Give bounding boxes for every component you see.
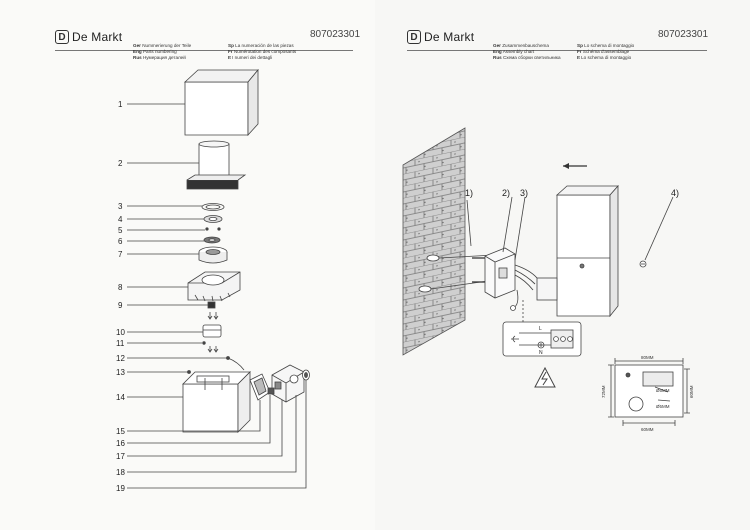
logo-mark: D [407, 30, 421, 44]
part-number: 4 [118, 215, 123, 224]
dim-height-right: 60MM [689, 385, 694, 398]
logo-text: De Markt [72, 30, 123, 44]
part-number: 8 [118, 283, 123, 292]
part-number-labels: 1 2 3 4 5 6 7 8 9 10 11 12 13 14 15 16 1… [116, 100, 125, 493]
step-label: 4) [671, 188, 679, 198]
legend-col1: Ger Zusammenbauschema Eng Assembly chart… [493, 43, 561, 60]
part-number: 11 [116, 339, 125, 348]
parts-page: D De Markt 807023301 Ger Nummerierung de… [55, 0, 376, 530]
product-code: 807023301 [658, 29, 709, 40]
step-label: 2) [502, 188, 510, 198]
legend-col2: Sp Lo schema di montaggio Fr Schéma d'as… [577, 43, 635, 60]
legend-col2: Sp La numeración de las piezas Fr Numéro… [228, 43, 297, 60]
part-number: 10 [116, 328, 125, 337]
header-rule [55, 50, 353, 51]
part-number: 5 [118, 226, 123, 235]
logo-text: De Markt [424, 30, 475, 44]
legend-col1: Ger Nummerierung der Teile Eng Parts num… [133, 43, 192, 60]
part-number: 18 [116, 468, 125, 477]
dim-hole-b: Ø5MM [656, 404, 670, 409]
dim-width-top: 80MM [641, 355, 654, 360]
dim-width-bottom: 60MM [641, 427, 654, 432]
part-number: 16 [116, 439, 125, 448]
step-label: 3) [520, 188, 528, 198]
terminal-label-n: N [539, 350, 543, 356]
brand-logo: D De Markt [55, 30, 122, 44]
header-rule [407, 50, 707, 51]
part-number: 19 [116, 484, 125, 493]
dim-height-left: 72MM [601, 385, 606, 398]
assembly-diagram: 1) 2) 3) 4) L N 80MM 72MM 60MM 60MM Ø5MM… [402, 127, 694, 432]
part-number: 3 [118, 202, 123, 211]
part-number: 2 [118, 159, 123, 168]
brand-logo: D De Markt [407, 30, 474, 44]
terminal-label-l: L [539, 326, 542, 332]
part-number: 9 [118, 301, 123, 310]
exploded-parts-diagram: 1 2 3 4 5 6 7 8 9 10 11 12 13 14 15 16 1… [116, 68, 310, 493]
part-number: 15 [116, 427, 125, 436]
brick-wall [402, 127, 466, 356]
part-number: 1 [118, 100, 123, 109]
part-number: 12 [116, 354, 125, 363]
logo-mark: D [55, 30, 69, 44]
part-number: 17 [116, 452, 125, 461]
part-number: 7 [118, 250, 123, 259]
part-number: 13 [116, 368, 125, 377]
product-code: 807023301 [310, 29, 361, 40]
dim-hole-a: Ø5MM [656, 388, 670, 393]
part-number: 6 [118, 237, 123, 246]
part-number: 14 [116, 393, 125, 402]
step-label: 1) [465, 188, 473, 198]
assembly-page: D De Markt 807023301 Ger Zusammenbausche… [375, 0, 750, 530]
